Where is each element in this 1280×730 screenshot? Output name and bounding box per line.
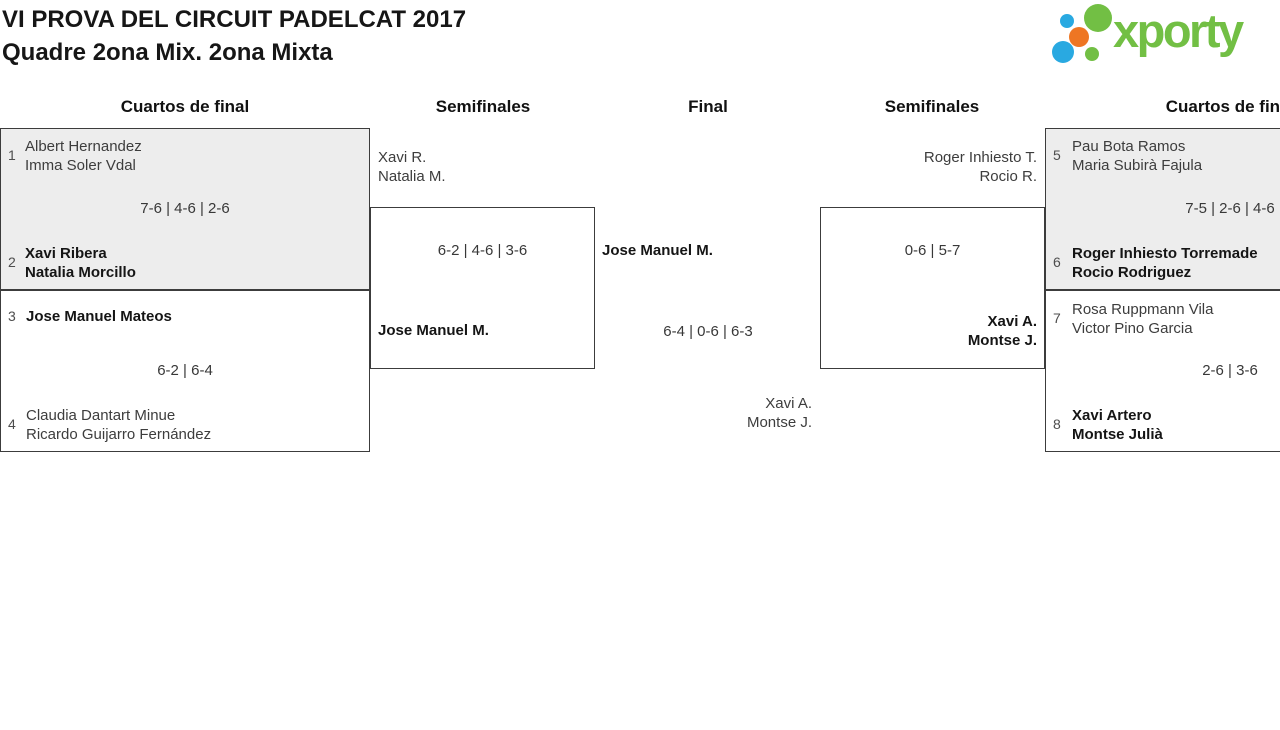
pair-sf-left-bottom-winner: Jose Manuel M. (378, 321, 489, 340)
player-name: Xavi Artero (1072, 407, 1152, 424)
match-score: 6-2 | 6-4 (157, 362, 213, 379)
match-box-qf1-right (1045, 128, 1280, 290)
seed-number: 8 (1053, 416, 1061, 432)
round-header-semifinals-right: Semifinales (884, 97, 980, 116)
match-score: 6-4 | 0-6 | 6-3 (663, 323, 753, 340)
player-name: Xavi Ribera (25, 245, 107, 262)
pair-sf-right-top: Roger Inhiesto T. Rocio R. (820, 148, 1037, 186)
round-header-quarterfinals-left: Cuartos de final (120, 97, 250, 116)
seed-number: 7 (1053, 310, 1061, 326)
match-box-qf1-left (0, 128, 370, 290)
round-header-quarterfinals-right: Cuartos de final (1165, 97, 1280, 116)
pair-qf3-top: Pau Bota Ramos Maria Subirà Fajula (1072, 137, 1202, 175)
player-name: Roger Inhiesto T. (923, 149, 1037, 166)
seed-number: 2 (8, 254, 16, 270)
pair-qf1-bottom-winner: Xavi Ribera Natalia Morcillo (25, 244, 136, 282)
player-name: Imma Soler Vdal (25, 157, 136, 174)
logo-dot-icon (1069, 27, 1089, 47)
logo-dot-icon (1084, 4, 1112, 32)
match-box-qf2-right (1045, 290, 1280, 452)
pair-sf-left-top: Xavi R. Natalia M. (378, 148, 446, 186)
pair-final-bottom: Xavi A. Montse J. (595, 394, 812, 432)
seed-number: 5 (1053, 147, 1061, 163)
round-header-semifinals-left: Semifinales (435, 97, 531, 116)
player-name: Jose Manuel M. (602, 242, 713, 259)
player-name: Pau Bota Ramos (1072, 138, 1186, 155)
player-name: Montse Julià (1072, 426, 1163, 443)
player-name: Maria Subirà Fajula (1072, 157, 1203, 174)
match-box-sf-left (370, 207, 595, 369)
seed-number: 1 (8, 147, 16, 163)
player-name: Montse J. (967, 332, 1037, 349)
match-score: 7-5 | 2-6 | 4-6 (1185, 200, 1275, 217)
logo-dot-icon (1060, 14, 1074, 28)
pair-sf-right-bottom-winner: Xavi A. Montse J. (820, 312, 1037, 350)
logo-wordmark: xporty (1113, 4, 1244, 57)
player-name: Jose Manuel M. (378, 322, 489, 339)
player-name: Rosa Ruppmann Vila (1072, 301, 1214, 318)
player-name: Roger Inhiesto Torremade (1072, 245, 1258, 262)
pair-final-top-winner: Jose Manuel M. (602, 241, 713, 260)
seed-number: 4 (8, 416, 16, 432)
page-title-block: VI PROVA DEL CIRCUIT PADELCAT 2017 Quadr… (2, 3, 466, 69)
page-subtitle: Quadre 2ona Mix. 2ona Mixta (2, 39, 333, 66)
match-box-qf2-left (0, 290, 370, 452)
player-name: Jose Manuel Mateos (26, 308, 172, 325)
player-name: Natalia Morcillo (25, 264, 136, 281)
logo-dot-icon (1052, 41, 1074, 63)
player-name: Rocio R. (979, 168, 1037, 185)
player-name: Claudia Dantart Minue (26, 407, 176, 424)
page-title: VI PROVA DEL CIRCUIT PADELCAT 2017 (2, 6, 467, 33)
pair-qf4-bottom-winner: Xavi Artero Montse Julià (1072, 406, 1163, 444)
player-name: Rocio Rodriguez (1072, 264, 1192, 281)
player-name: Victor Pino Garcia (1072, 320, 1193, 337)
match-score: 7-6 | 4-6 | 2-6 (140, 200, 230, 217)
match-score: 2-6 | 3-6 (1202, 362, 1258, 379)
player-name: Albert Hernandez (25, 138, 142, 155)
pair-qf2-bottom: Claudia Dantart Minue Ricardo Guijarro F… (26, 406, 211, 444)
pair-qf2-top-winner: Jose Manuel Mateos (26, 307, 172, 326)
player-name: Ricardo Guijarro Fernández (26, 426, 212, 443)
pair-qf1-top: Albert Hernandez Imma Soler Vdal (25, 137, 142, 175)
match-box-sf-right (820, 207, 1045, 369)
logo-dot-icon (1085, 47, 1099, 61)
player-name: Montse J. (746, 414, 812, 431)
player-name: Xavi A. (765, 395, 812, 412)
player-name: Xavi A. (987, 313, 1037, 330)
match-score: 6-2 | 4-6 | 3-6 (437, 242, 528, 259)
pair-qf4-top: Rosa Ruppmann Vila Victor Pino Garcia (1072, 300, 1213, 338)
player-name: Natalia M. (378, 168, 446, 185)
round-header-final: Final (688, 97, 728, 116)
seed-number: 3 (8, 308, 16, 324)
seed-number: 6 (1053, 254, 1061, 270)
match-score: 0-6 | 5-7 (904, 242, 961, 259)
player-name: Xavi R. (378, 149, 427, 166)
pair-qf3-bottom-winner: Roger Inhiesto Torremade Rocio Rodriguez (1072, 244, 1258, 282)
